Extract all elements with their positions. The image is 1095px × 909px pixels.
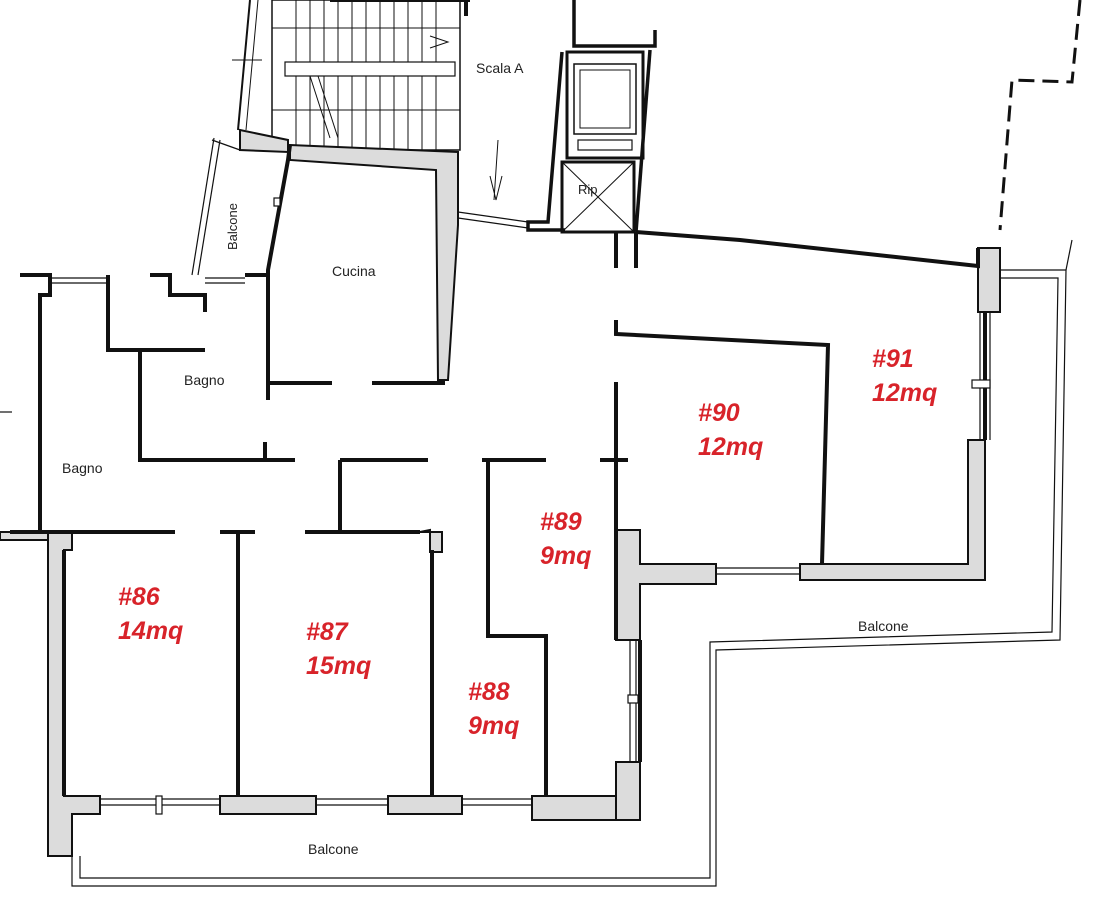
walls (10, 144, 987, 796)
room-89: #89 9mq (540, 505, 591, 573)
room-91-id: #91 (872, 345, 914, 373)
room-86-area: 14mq (118, 617, 184, 645)
room-90: #90 12mq (698, 396, 763, 464)
room-90-area: 12mq (698, 433, 764, 461)
room-90-id: #90 (698, 399, 740, 427)
label-bagno-left: Bagno (62, 460, 103, 476)
room-87: #87 15mq (306, 615, 371, 683)
label-balcone-bottom: Balcone (308, 841, 359, 857)
room-86: #86 14mq (118, 580, 183, 648)
window-lines (0, 137, 1073, 887)
room-91: #91 12mq (872, 342, 937, 410)
label-balcone-vertical: Balcone (225, 203, 240, 250)
room-87-area: 15mq (306, 652, 372, 680)
room-91-area: 12mq (872, 379, 938, 407)
room-88: #88 9mq (468, 675, 519, 743)
room-87-id: #87 (306, 618, 348, 646)
elevator (526, 0, 657, 234)
label-scala: Scala A (476, 60, 524, 76)
room-89-id: #89 (540, 508, 582, 536)
label-balcone-right: Balcone (858, 618, 909, 634)
wall-pillars (0, 128, 1001, 857)
label-bagno-upper: Bagno (184, 372, 225, 388)
label-rip: Rip (578, 182, 598, 197)
room-88-id: #88 (468, 678, 510, 706)
room-88-area: 9mq (468, 712, 520, 740)
staircase (232, 0, 503, 201)
dashed-outline (998, 0, 1082, 231)
label-cucina: Cucina (332, 263, 376, 279)
room-89-area: 9mq (540, 542, 592, 570)
room-86-id: #86 (118, 583, 160, 611)
